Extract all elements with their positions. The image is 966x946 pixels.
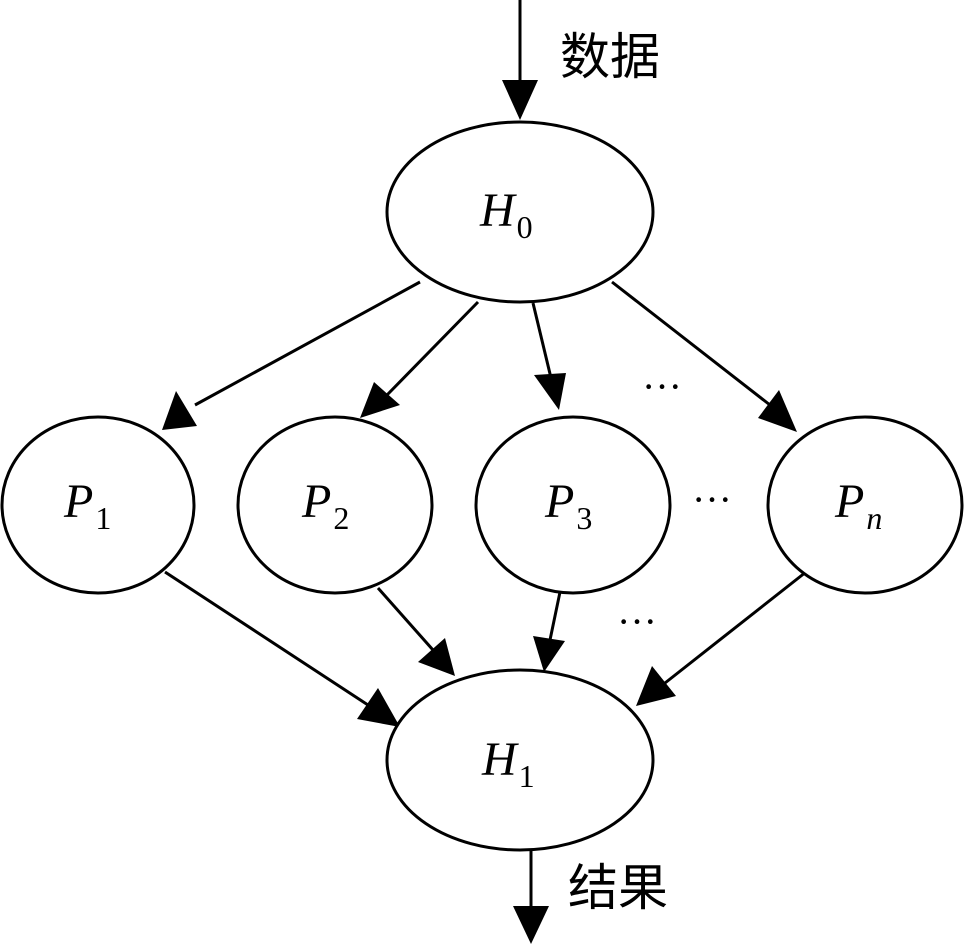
node-p3: P3 <box>474 415 672 595</box>
ellipsis-middle: ··· <box>692 477 732 522</box>
node-p1-subscript: 1 <box>95 500 111 536</box>
edge-h0-p2 <box>360 300 480 418</box>
output-label: 结果 <box>568 859 668 917</box>
svg-text:P1: P1 <box>63 475 111 536</box>
node-h0: H0 <box>385 120 655 304</box>
svg-text:P3: P3 <box>544 475 592 536</box>
svg-text:H1: H1 <box>481 733 535 794</box>
output-arrow <box>513 848 549 944</box>
node-h1-subscript: 1 <box>519 758 535 794</box>
svg-text:Pn: Pn <box>834 475 882 536</box>
svg-text:P2: P2 <box>301 475 349 536</box>
node-p3-subscript: 3 <box>576 500 592 536</box>
ellipsis-bottom: ··· <box>617 599 657 644</box>
node-p3-symbol: P <box>544 475 574 528</box>
edge-p2-h1 <box>376 587 455 676</box>
node-h1-symbol: H <box>481 733 519 786</box>
edge-p1-h1 <box>164 570 400 727</box>
node-p1-symbol: P <box>63 475 93 528</box>
edge-pn-h1 <box>636 570 807 706</box>
node-p2-subscript: 2 <box>333 500 349 536</box>
ellipsis-top: ··· <box>642 364 682 409</box>
node-p1: P1 <box>0 415 196 595</box>
node-p2-symbol: P <box>301 475 331 528</box>
edge-p3-h1 <box>533 591 565 672</box>
node-pn-subscript: n <box>866 500 882 536</box>
edge-h0-p1 <box>162 280 421 430</box>
node-h0-subscript: 0 <box>517 209 533 245</box>
node-p2: P2 <box>236 415 434 595</box>
node-pn: Pn <box>766 415 964 595</box>
node-h1: H1 <box>385 668 655 852</box>
edge-h0-p3 <box>531 302 566 410</box>
edge-h0-pn <box>611 280 797 432</box>
node-h0-symbol: H <box>479 184 517 237</box>
svg-text:H0: H0 <box>479 184 533 245</box>
input-label: 数据 <box>560 28 660 86</box>
node-pn-symbol: P <box>834 475 864 528</box>
input-arrow <box>502 0 538 120</box>
